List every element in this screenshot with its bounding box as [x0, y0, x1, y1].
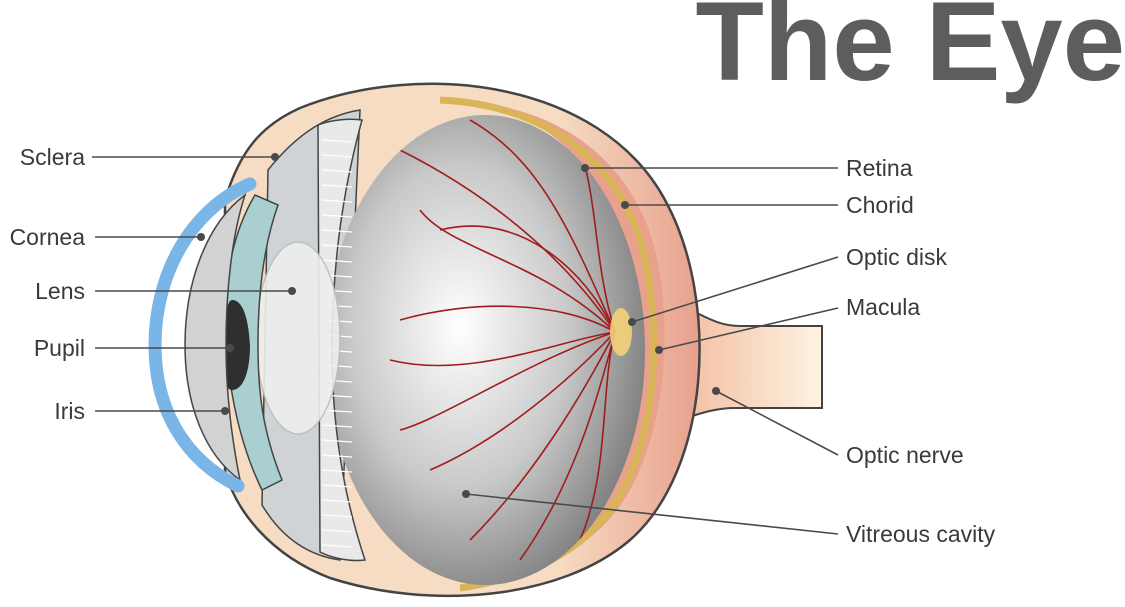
zonule-fiber — [321, 244, 353, 248]
optic-disk — [610, 308, 632, 356]
zonule-fiber — [321, 139, 353, 143]
zonule-fiber — [321, 259, 353, 263]
cornea — [148, 177, 257, 493]
retinal-vessel — [389, 331, 616, 367]
label-optic-nerve: Optic nerve — [846, 442, 964, 468]
zonule-fiber — [321, 439, 353, 443]
zonule-fiber — [321, 229, 353, 233]
leader-vitreous-cavity — [465, 493, 839, 535]
label-vitreous-cavity: Vitreous cavity — [846, 521, 996, 547]
leader-macula — [658, 307, 839, 351]
zonule-fiber — [321, 199, 353, 203]
dot-lens — [288, 287, 296, 295]
label-pupil: Pupil — [34, 335, 85, 361]
zonule-fiber — [321, 169, 353, 173]
dot-iris — [221, 407, 229, 415]
dot-optic-disk — [628, 318, 636, 326]
retinal-vessel — [519, 331, 616, 561]
vitreous-cavity — [325, 115, 645, 585]
dot-retina — [581, 164, 589, 172]
retinal-vessel — [399, 331, 616, 431]
dot-vitreous-cavity — [462, 490, 470, 498]
zonule-fiber — [321, 214, 353, 218]
zonule-fiber — [321, 409, 353, 413]
retinal-vessel — [469, 331, 616, 541]
label-sclera: Sclera — [20, 144, 85, 170]
label-choroid: Chorid — [846, 192, 914, 218]
dot-choroid — [621, 201, 629, 209]
retinal-vessels — [389, 119, 616, 561]
label-cornea: Cornea — [10, 224, 86, 250]
zonule-fiber — [321, 499, 353, 503]
retinal-vessel — [399, 305, 616, 333]
leader-optic-nerve — [715, 390, 839, 456]
retinal-vessel — [469, 119, 616, 333]
leader-lines — [92, 153, 839, 535]
label-retina: Retina — [846, 155, 913, 181]
page-title: The Eye — [695, 0, 1125, 104]
label-iris: Iris — [54, 398, 85, 424]
dot-optic-nerve — [712, 387, 720, 395]
zonule-fiber — [321, 544, 353, 548]
pupil — [223, 300, 250, 390]
zonule-fiber — [321, 529, 353, 533]
dot-cornea — [197, 233, 205, 241]
retinal-vessel — [579, 331, 616, 541]
dot-macula — [655, 346, 663, 354]
retinal-vessel — [399, 149, 616, 333]
zonule-fiber — [321, 484, 353, 488]
dot-pupil — [226, 344, 234, 352]
label-lens: Lens — [35, 278, 85, 304]
retinal-vessel — [419, 209, 616, 333]
label-optic-disk: Optic disk — [846, 244, 947, 270]
zonule-fiber — [321, 514, 353, 518]
retinal-vessel — [439, 225, 616, 333]
retinal-vessel — [429, 331, 616, 471]
dot-sclera — [271, 153, 279, 161]
zonule-fiber — [321, 469, 353, 473]
zonule-fiber — [321, 424, 353, 428]
zonule-fiber — [321, 154, 353, 158]
zonule-fiber — [321, 454, 353, 458]
lens — [255, 241, 341, 435]
zonule-fiber — [321, 184, 353, 188]
leader-optic-disk — [631, 256, 839, 323]
label-macula: Macula — [846, 294, 920, 320]
